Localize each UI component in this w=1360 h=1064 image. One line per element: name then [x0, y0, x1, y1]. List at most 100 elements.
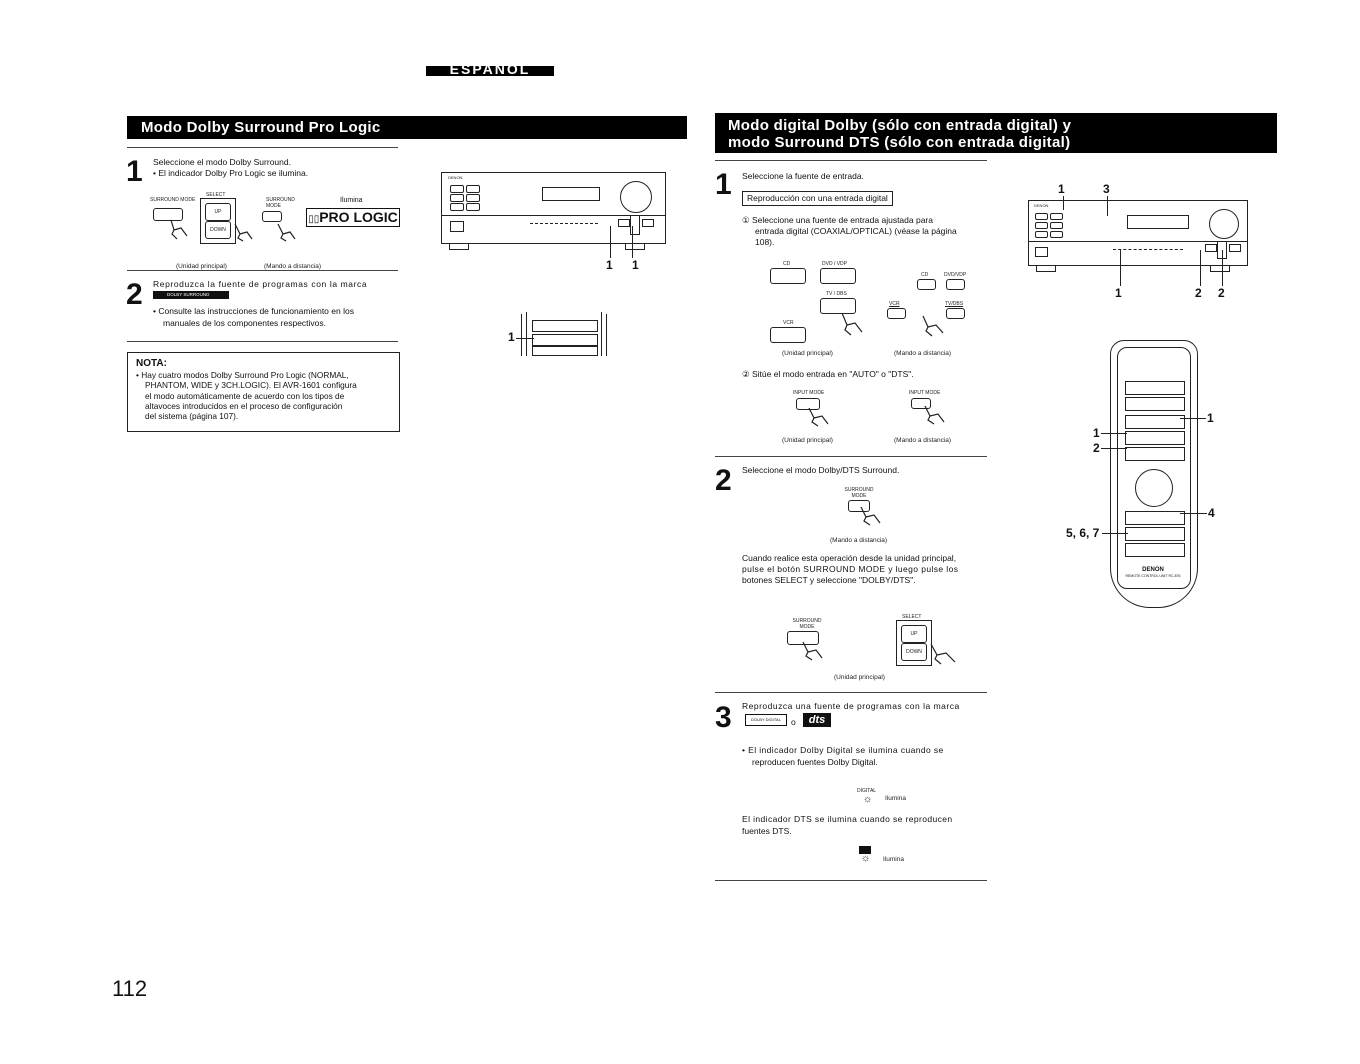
- caption-remote: (Mando a distancia): [264, 263, 322, 270]
- paragraph: pulse el botón SURROUND MODE y luego pul…: [742, 564, 959, 574]
- paragraph: El indicador DTS se ilumina cuando se re…: [742, 814, 953, 824]
- label-input-mode-remote: INPUT MODE: [909, 390, 941, 396]
- callout-number: 1: [1093, 426, 1100, 440]
- caption-main-unit: (Unidad principal): [834, 674, 885, 681]
- hand-press-icon: [841, 312, 863, 336]
- callout-line: [1180, 418, 1206, 419]
- remote-surround-mode-button[interactable]: [262, 211, 282, 222]
- surround-mode-main-button[interactable]: [787, 631, 819, 645]
- digital-indicator: DIGITAL: [857, 788, 877, 794]
- step-number: 2: [715, 464, 732, 497]
- tvdbs-button[interactable]: [820, 298, 856, 314]
- page-number: 112: [112, 976, 148, 1001]
- label-vcr: VCR: [783, 320, 794, 326]
- callout-number: 1: [1207, 411, 1214, 425]
- callout-number: 1: [1058, 182, 1065, 196]
- vcr-remote-button[interactable]: [887, 308, 906, 319]
- cd-button[interactable]: [770, 268, 806, 284]
- digital-input-box: Reproducción con una entrada digital: [742, 191, 893, 206]
- callout-line: [1107, 196, 1108, 216]
- surround-mode-remote-button[interactable]: [848, 500, 870, 512]
- step-text: Seleccione el modo Dolby/DTS Surround.: [742, 465, 900, 475]
- right-section-title: Modo digital Dolby (sólo con entrada dig…: [715, 113, 1277, 153]
- callout-line: [1102, 533, 1128, 534]
- sub-step: ② Sitúe el modo entrada en "AUTO" o "DTS…: [742, 369, 914, 379]
- ilumina-label: Ilumina: [340, 197, 363, 204]
- callout-line: [1101, 433, 1127, 434]
- callout-number: 3: [1103, 182, 1110, 196]
- remote-brand: DENON: [1142, 567, 1164, 573]
- caption-remote: (Mando a distancia): [894, 350, 952, 357]
- surround-mode-button[interactable]: [153, 208, 183, 221]
- paragraph: fuentes DTS.: [742, 826, 792, 836]
- remote-control: DENON REMOTE CONTROL UNIT RC-876: [1110, 340, 1198, 608]
- step-bullet: • Consulte las instrucciones de funciona…: [153, 306, 354, 316]
- label-surround-mode-remote: SURROUND MODE: [266, 197, 295, 209]
- hand-press-icon: [930, 643, 956, 665]
- callout-line: [610, 226, 611, 258]
- light-icon: ☼: [861, 853, 871, 864]
- callout-number: 5, 6, 7: [1066, 526, 1100, 540]
- step-number: 1: [126, 155, 143, 188]
- receiver-front-panel: DENON: [441, 172, 666, 244]
- callout-number: 2: [1218, 286, 1225, 300]
- divider: [715, 692, 987, 693]
- down-button[interactable]: DOWN: [205, 221, 231, 239]
- input-mode-button[interactable]: [796, 398, 820, 410]
- cd-remote-button[interactable]: [917, 279, 936, 290]
- step-text: Reproduzca la fuente de programas con la…: [153, 279, 368, 289]
- callout-line: [516, 338, 534, 339]
- callout-number: 4: [1208, 506, 1215, 520]
- pro-logic-indicator: ▯▯PRO LOGIC: [306, 208, 400, 227]
- caption-remote: (Mando a distancia): [830, 537, 888, 544]
- up-button[interactable]: UP: [205, 203, 231, 221]
- sub-step: ① Seleccione una fuente de entrada ajust…: [742, 215, 933, 225]
- callout-number: 1: [508, 330, 515, 344]
- dts-mark: dts: [803, 713, 831, 727]
- input-mode-remote-button[interactable]: [911, 398, 931, 409]
- remote-model: REMOTE CONTROL UNIT RC-876: [1125, 574, 1181, 578]
- language-tab: ESPAÑOL: [426, 66, 554, 76]
- dvd-button[interactable]: [820, 268, 856, 284]
- callout-line: [1063, 196, 1064, 210]
- label-tvdbs-remote: TV/DBS: [945, 301, 964, 307]
- caption-main-unit: (Unidad principal): [782, 437, 833, 444]
- hand-press-icon: [924, 405, 945, 425]
- note-box: NOTA: • Hay cuatro modos Dolby Surround …: [127, 352, 400, 432]
- step-number: 2: [126, 278, 143, 311]
- divider: [127, 147, 398, 148]
- callout-number: 2: [1093, 441, 1100, 455]
- receiver-foot: [625, 243, 645, 250]
- step-bullet: • El indicador Dolby Pro Logic se ilumin…: [153, 168, 309, 178]
- ilumina-label: Ilumina: [883, 856, 904, 863]
- receiver-foot: [1210, 265, 1230, 272]
- dts-indicator-icon: [859, 846, 871, 854]
- divider: [127, 341, 398, 342]
- divider: [127, 270, 398, 271]
- hand-press-icon: [277, 223, 296, 242]
- step-bullet: • El indicador Dolby Digital se ilumina …: [742, 745, 944, 755]
- label-select: SELECT: [902, 614, 922, 620]
- ilumina-label: Ilumina: [885, 795, 906, 802]
- callout-number: 2: [1195, 286, 1202, 300]
- receiver-front-panel: DENON: [1028, 200, 1248, 266]
- step-text: Seleccione el modo Dolby Surround.: [153, 157, 291, 167]
- label-select: SELECT: [206, 192, 226, 198]
- receiver-foot: [449, 243, 469, 250]
- label-cd-remote: CD: [921, 272, 929, 278]
- dolby-digital-mark: DOLBY DIGITAL: [745, 714, 787, 726]
- callout-line: [1180, 513, 1207, 514]
- light-icon: ☼: [863, 794, 873, 805]
- receiver-foot: [1036, 265, 1056, 272]
- callout-number: 1: [632, 258, 639, 272]
- up-button[interactable]: UP: [901, 625, 927, 643]
- caption-main-unit: (Unidad principal): [176, 263, 227, 270]
- divider: [715, 456, 987, 457]
- callout-line: [1120, 250, 1121, 286]
- vcr-button[interactable]: [770, 327, 806, 343]
- label-dvd: DVD / VDP: [822, 261, 848, 267]
- remote-detail: [521, 312, 607, 356]
- tvdbs-remote-button[interactable]: [946, 308, 965, 319]
- down-button[interactable]: DOWN: [901, 643, 927, 661]
- dvd-remote-button[interactable]: [946, 279, 965, 290]
